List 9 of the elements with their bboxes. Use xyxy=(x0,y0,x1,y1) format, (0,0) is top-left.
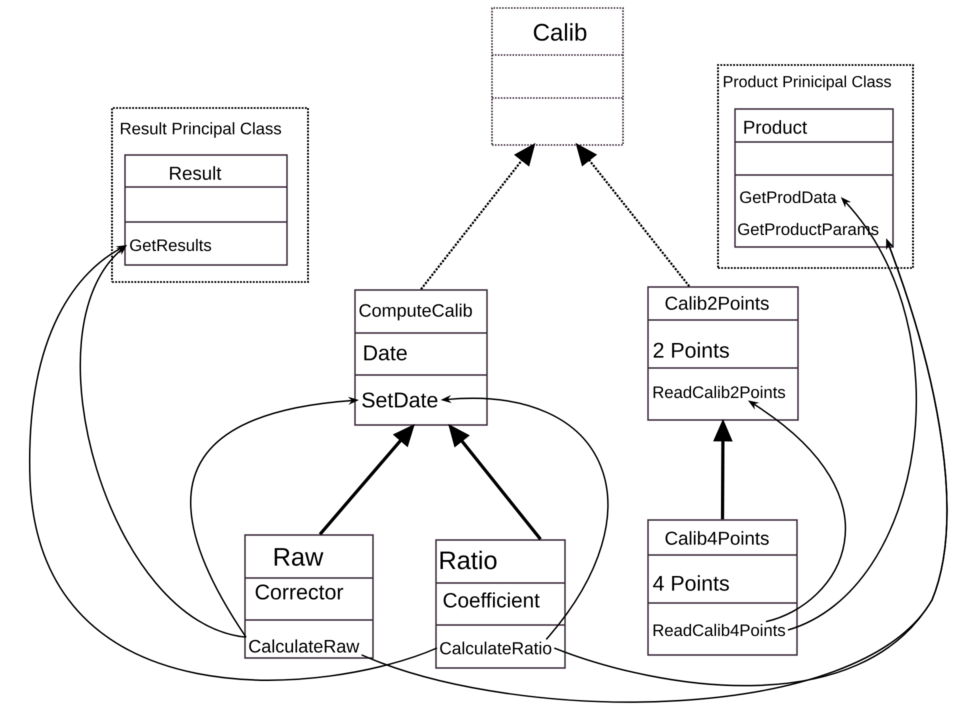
class-box: Calib xyxy=(491,7,624,146)
arrow xyxy=(29,245,438,680)
method-text: CalculateRatio xyxy=(440,642,552,654)
method-text: ReadCalib4Points xyxy=(654,624,786,636)
method-text: SetDate xyxy=(362,392,438,408)
method-text: CalculateRaw xyxy=(249,639,360,653)
method-text: GetProdData xyxy=(740,190,837,204)
method-text: ReadCalib2Points xyxy=(654,386,786,398)
method-text: GetResults xyxy=(130,238,212,252)
